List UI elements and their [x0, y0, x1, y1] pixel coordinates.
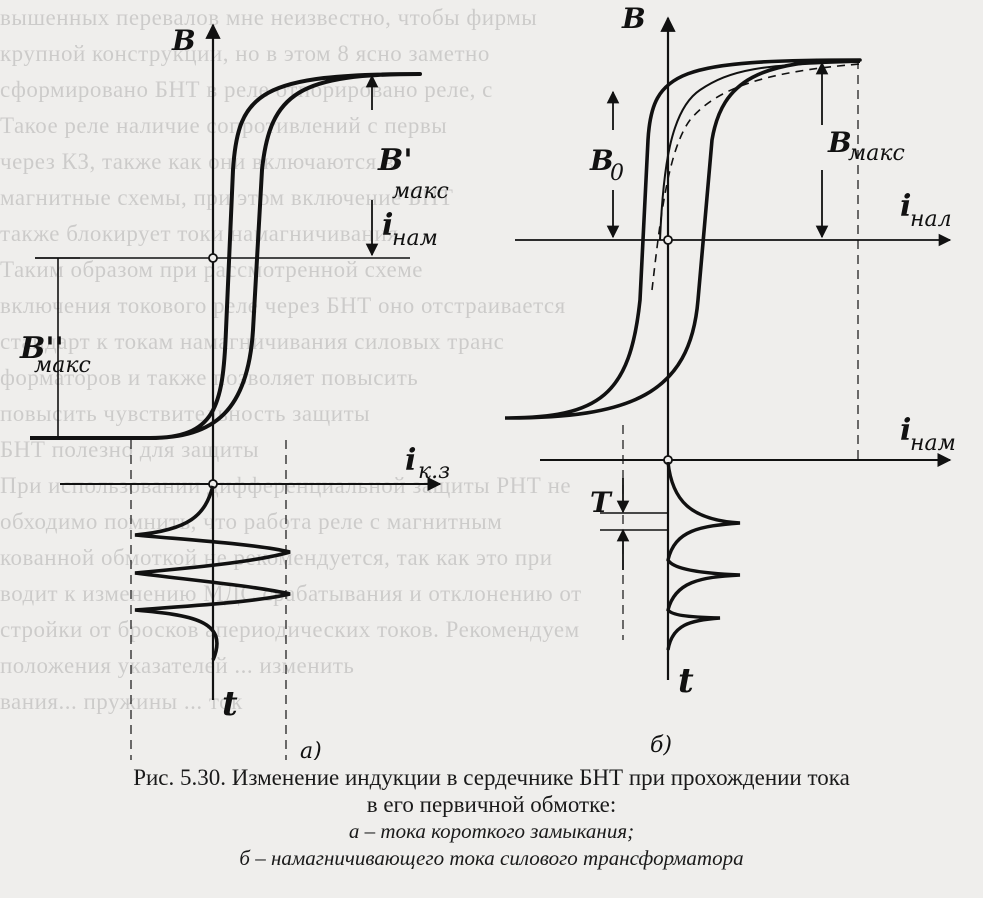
figure-caption: Рис. 5.30. Изменение индукции в сердечни…	[0, 764, 983, 872]
panel-b-T-label: T	[590, 486, 613, 519]
panel-b-t-label: t	[678, 661, 694, 701]
panel-a-t-label: t	[222, 684, 238, 724]
panel-b-inal-label: i	[900, 189, 911, 224]
panel-b-b-label: B	[621, 2, 646, 35]
panel-b-dashed-curve	[651, 63, 861, 291]
caption-sub-b: б – намагничивающего тока силового транс…	[239, 846, 744, 870]
panel-a: B B' макс i нам B'' макс i к.з t а)	[19, 23, 450, 760]
panel-b-inam-pulses	[666, 461, 741, 651]
panel-b: B B 0 B макс i нал i нам T t б)	[504, 2, 956, 758]
panel-a-b-label: B	[171, 24, 196, 57]
panel-b-inam-sub: нам	[910, 431, 956, 456]
panel-b-minor-loop	[659, 61, 861, 241]
panel-b-inal-sub: нал	[910, 207, 952, 232]
panel-a-bmax-sub: макс	[392, 179, 449, 204]
panel-a-bmax-label: B'	[377, 143, 413, 178]
panel-a-inam-label: i	[382, 208, 393, 243]
figure-5-30: B B' макс i нам B'' макс i к.з t а)	[19, 2, 956, 760]
panel-a-panel-label: а)	[300, 739, 322, 760]
panel-a-ikz-label: i	[405, 443, 416, 478]
caption-line-2: в его первичной обмотке:	[366, 792, 617, 817]
panel-b-origin-top	[663, 235, 673, 245]
panel-a-origin-top	[208, 253, 218, 263]
panel-b-inam-label: i	[900, 413, 911, 448]
caption-line-1: Рис. 5.30. Изменение индукции в сердечни…	[133, 765, 850, 790]
panel-a-ikz-sub: к.з	[418, 459, 450, 484]
panel-a-ikz-wave	[134, 485, 291, 661]
caption-sub-a: а – тока короткого замыкания;	[348, 819, 635, 843]
panel-a-inam-sub: нам	[392, 226, 438, 251]
panel-b-bmax-label: B	[827, 126, 852, 159]
panel-a-bmax2-sub: макс	[34, 353, 91, 378]
panel-b-bmax-sub: макс	[848, 141, 905, 166]
panel-b-panel-label: б)	[650, 733, 672, 758]
panel-a-bmax2-label: B''	[19, 331, 64, 366]
panel-a-hysteresis-loop	[30, 72, 422, 440]
panel-b-b0-sub: 0	[610, 161, 624, 186]
panel-b-b0-label: B	[589, 144, 614, 177]
panel-b-hysteresis-loop	[504, 58, 862, 420]
